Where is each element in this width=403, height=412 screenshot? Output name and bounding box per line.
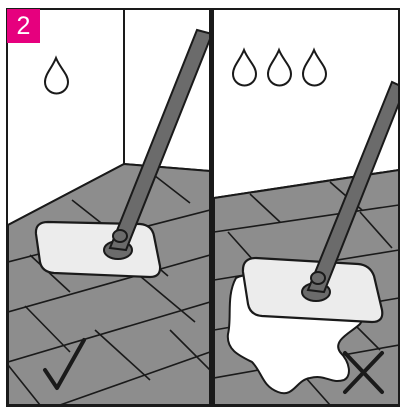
cross-mark-icon	[343, 351, 384, 394]
water-drop-icon	[266, 47, 293, 87]
step-badge-background	[7, 9, 40, 43]
left-panel	[8, 10, 210, 405]
check-mark-icon	[43, 338, 86, 390]
water-drop-icon	[301, 47, 328, 87]
right-panel	[214, 47, 399, 405]
panel-divider	[209, 9, 214, 406]
step-number: 2	[16, 11, 31, 40]
outer-border	[6, 8, 400, 407]
step-number-badge: 2	[7, 9, 40, 43]
left-floor	[8, 162, 210, 405]
right-mop-ring	[310, 271, 326, 285]
left-mop-ring	[112, 229, 128, 243]
left-mop-pole	[108, 28, 210, 252]
left-mop-pad	[34, 220, 162, 279]
right-mop-pole	[306, 80, 399, 294]
water-drop-icon	[43, 55, 70, 95]
water-drop-icon	[231, 47, 258, 87]
